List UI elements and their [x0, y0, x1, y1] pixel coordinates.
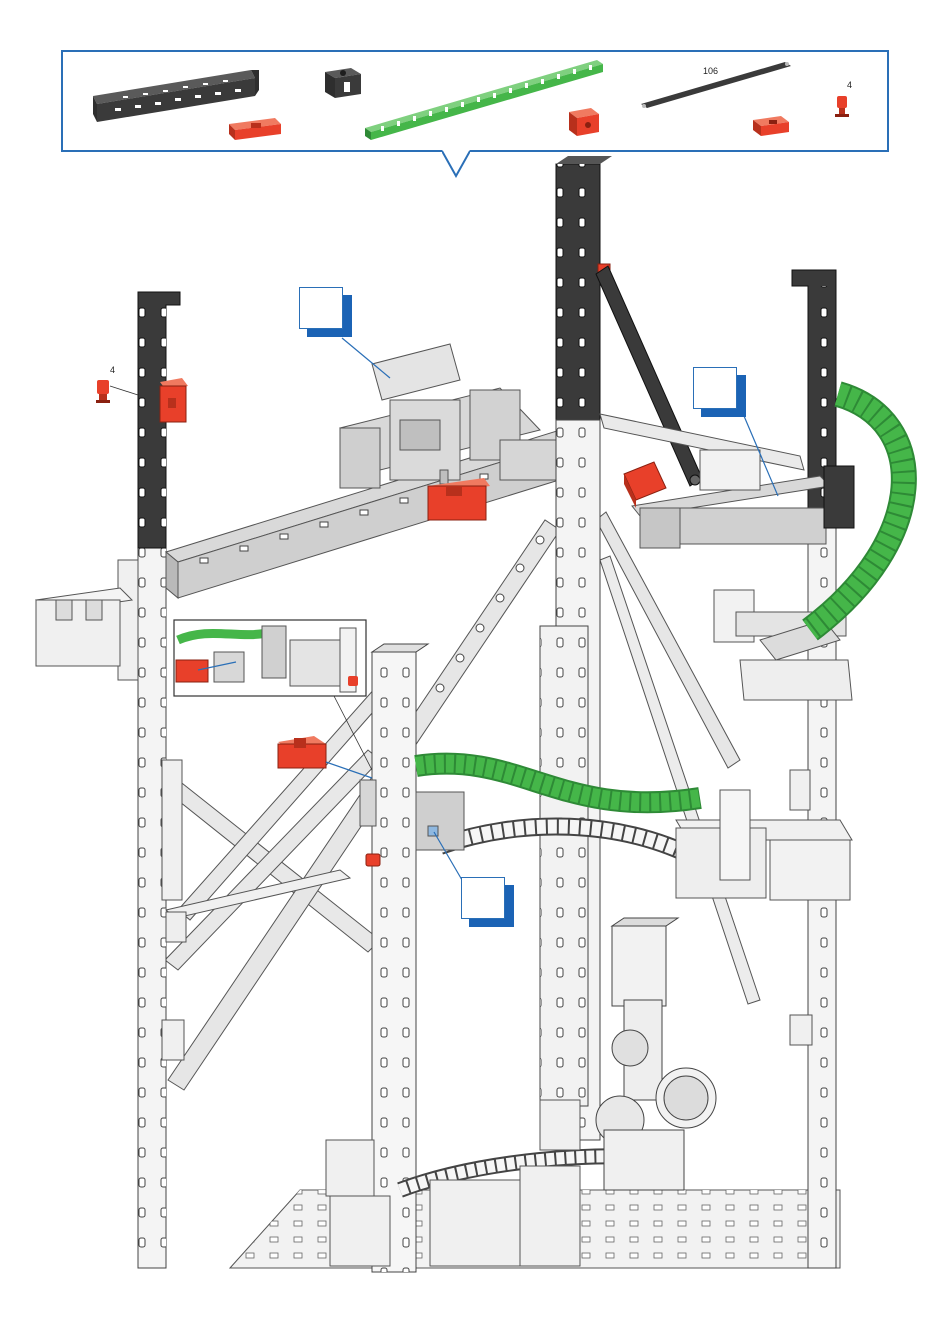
black-block-right	[824, 466, 854, 528]
left-connector-label: 4	[110, 365, 115, 375]
red-connector-lower	[366, 854, 380, 866]
middle-tower	[540, 626, 588, 1106]
left-side-bracket	[36, 588, 132, 666]
black-strut-diagonal	[596, 266, 702, 486]
red-block-left-column	[160, 378, 188, 422]
upper-gray-mechanism	[340, 344, 556, 488]
red-connector-left: 4	[96, 365, 138, 403]
base-blocks	[326, 1100, 580, 1266]
motor-assembly	[596, 918, 716, 1190]
